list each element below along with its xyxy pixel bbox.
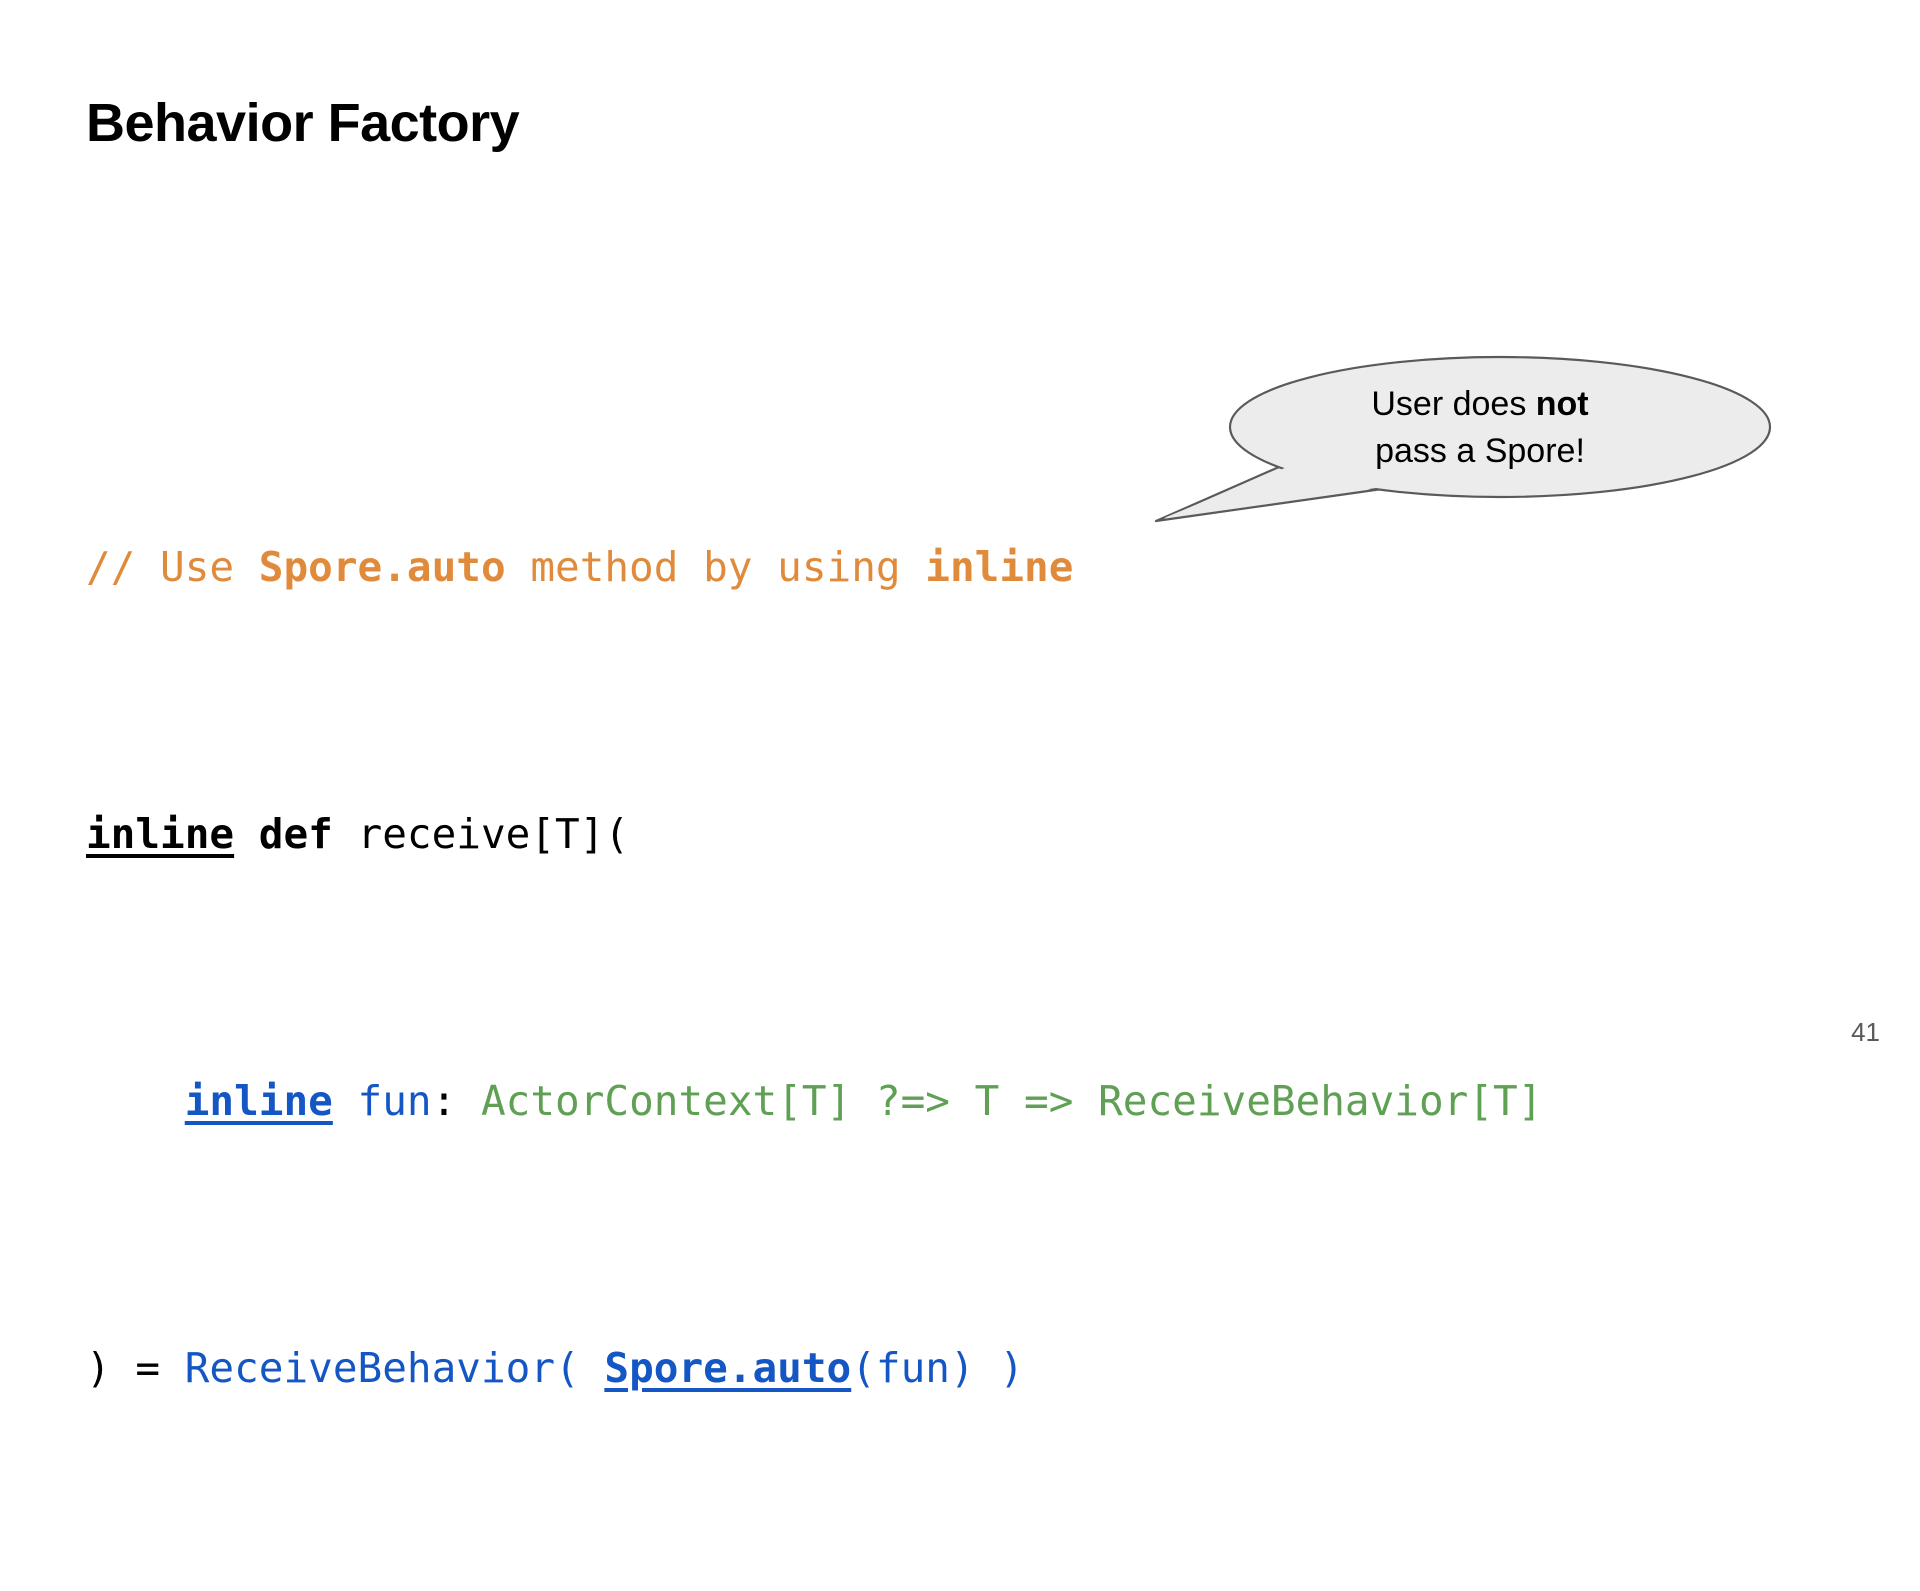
code-token: method by using	[505, 543, 926, 591]
code-token: inline	[184, 1077, 333, 1125]
code-token: ) =	[86, 1344, 185, 1392]
page-title: Behavior Factory	[86, 93, 520, 153]
page-number: 41	[1851, 1017, 1880, 1047]
callout-bubble-shape	[1154, 355, 1772, 523]
callout-bubble: User does not pass a Spore!	[1120, 355, 1800, 545]
code-token	[234, 810, 259, 858]
code-token: inline	[86, 810, 235, 858]
callout-tail-fill	[1164, 465, 1376, 518]
callout-ellipse-icon	[1228, 355, 1772, 499]
code-line-line-1-comment: // Use Spore.auto method by using inline	[86, 523, 1846, 612]
code-token	[86, 1077, 185, 1125]
callout-line-2: pass a Spore!	[1375, 432, 1585, 470]
callout-text: User does not pass a Spore!	[1270, 381, 1690, 475]
code-token: :	[431, 1077, 457, 1125]
code-token: // Use	[86, 543, 259, 591]
code-line-line-4-body: ) = ReceiveBehavior( Spore.auto(fun) )	[86, 1324, 1846, 1413]
callout-line-1: User does not	[1371, 385, 1588, 423]
code-line-line-2-def: inline def receive[T](	[86, 790, 1846, 879]
code-line-line-3-param: inline fun: ActorContext[T] ?=> T => Rec…	[86, 1057, 1846, 1146]
code-token: def	[258, 810, 333, 858]
callout-line-1-emphasis: not	[1535, 385, 1589, 423]
code-token: inline	[925, 543, 1074, 591]
code-token: ActorContext[T] ?=> T => ReceiveBehavior…	[456, 1077, 1543, 1125]
callout-line-1-prefix: User does	[1371, 385, 1536, 423]
slide-canvas: Behavior Factory // Use Spore.auto metho…	[86, 93, 1880, 1392]
code-token: Spore.auto	[258, 543, 506, 591]
code-token: (fun) )	[851, 1344, 1025, 1392]
code-token: ReceiveBehavior(	[184, 1344, 605, 1392]
code-token: fun	[332, 1077, 432, 1125]
code-token: receive[T](	[332, 810, 630, 858]
code-token: Spore.auto	[604, 1344, 852, 1392]
